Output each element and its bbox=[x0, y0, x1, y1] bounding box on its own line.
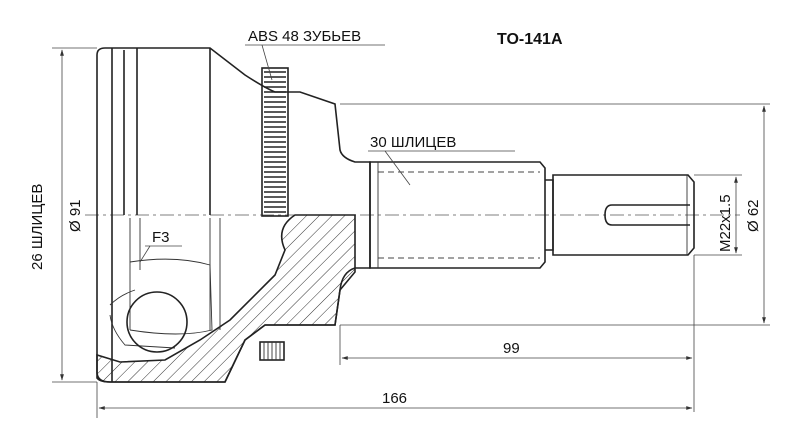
housing-outline bbox=[96, 47, 371, 383]
thread-label: M22x1.5 bbox=[717, 194, 734, 252]
length-shaft-label: 99 bbox=[503, 340, 520, 357]
inner-race bbox=[129, 258, 213, 335]
cage-outline bbox=[109, 289, 176, 349]
diameter-seat-label: Ø 62 bbox=[745, 199, 762, 232]
fillet-leader bbox=[139, 245, 151, 263]
abs-sensor-ribs bbox=[263, 342, 281, 360]
splines-shaft-label: 30 ШЛИЦЕВ bbox=[370, 134, 456, 151]
ball bbox=[126, 291, 188, 353]
length-total-label: 166 bbox=[382, 390, 407, 407]
housing-section-hatch bbox=[96, 214, 356, 383]
abs-label: ABS 48 ЗУБЬЕВ bbox=[248, 28, 361, 45]
part-number-title: TO-141A bbox=[497, 31, 563, 48]
abs-leader bbox=[261, 44, 273, 81]
splines-leader bbox=[384, 150, 411, 186]
fillet-label: F3 bbox=[152, 229, 170, 246]
shaft-spline-section bbox=[369, 161, 546, 269]
shaft-thread-end bbox=[552, 174, 695, 256]
splines-inner-label: 26 ШЛИЦЕВ bbox=[29, 184, 46, 270]
diameter-outer-label: Ø 91 bbox=[67, 199, 84, 232]
abs-ring-teeth bbox=[264, 71, 286, 213]
keyway-slot bbox=[604, 204, 690, 226]
abs-ring bbox=[261, 67, 289, 217]
